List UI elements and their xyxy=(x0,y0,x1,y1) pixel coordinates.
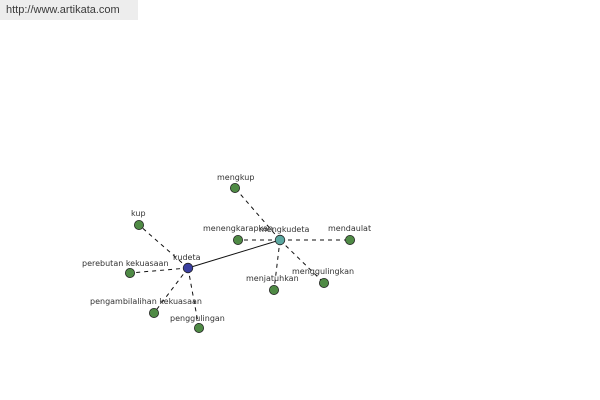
edge-mengkudeta-menggulingkan xyxy=(279,239,325,284)
site-url-link[interactable]: http://www.artikata.com xyxy=(0,0,138,20)
node-menjatuhkan[interactable]: menjatuhkan xyxy=(246,274,299,295)
node-label-menggulingkan: menggulingkan xyxy=(292,267,354,276)
node-dot-menengkarapkan[interactable] xyxy=(232,234,243,245)
node-dot-perebutan[interactable] xyxy=(125,267,136,278)
node-label-menjatuhkan: menjatuhkan xyxy=(246,274,299,283)
node-label-perebutan: perebutan kekuasaan xyxy=(82,259,169,268)
edge-kudeta-pengambilalihan xyxy=(153,267,189,314)
node-dot-pengambilalihan[interactable] xyxy=(148,307,159,318)
edge-mengkudeta-menjatuhkan xyxy=(273,239,281,291)
node-label-pengambilalihan: pengambilalihan kekuasaan xyxy=(90,297,202,306)
node-label-kudeta: kudeta xyxy=(173,253,201,262)
node-dot-mengkup[interactable] xyxy=(229,182,240,193)
edge-kudeta-kup xyxy=(138,224,189,269)
node-label-mengkup: mengkup xyxy=(217,173,254,182)
node-label-mendaulat: mendaulat xyxy=(328,224,371,233)
edge-kudeta-perebutan xyxy=(129,267,189,274)
edge-kudeta-penggulingan xyxy=(187,267,200,329)
node-label-penggulingan: penggulingan xyxy=(170,314,225,323)
node-penggulingan[interactable]: penggulingan xyxy=(170,314,225,333)
node-label-mengkudeta: mengkudeta xyxy=(259,225,309,234)
node-menengkarapkan[interactable]: menengkarapkan xyxy=(203,224,273,245)
node-dot-kup[interactable] xyxy=(133,219,144,230)
graph-nodes: kudeta mengkudeta kup perebutan kekuasaan pe… xyxy=(82,173,371,333)
node-mendaulat[interactable]: mendaulat xyxy=(328,224,371,245)
node-dot-menjatuhkan[interactable] xyxy=(268,284,279,295)
node-dot-kudeta[interactable] xyxy=(182,262,194,274)
edge-kudeta-mengkudeta xyxy=(187,239,281,269)
edge-mengkudeta-mengkup xyxy=(234,187,281,241)
node-dot-penggulingan[interactable] xyxy=(193,322,204,333)
node-dot-mengkudeta[interactable] xyxy=(274,234,286,246)
node-label-menengkarapkan: menengkarapkan xyxy=(203,224,273,233)
node-mengkudeta[interactable]: mengkudeta xyxy=(259,225,309,246)
node-kup[interactable]: kup xyxy=(131,209,146,230)
node-kudeta[interactable]: kudeta xyxy=(173,253,201,274)
node-perebutan[interactable]: perebutan kekuasaan xyxy=(82,259,169,278)
node-mengkup[interactable]: mengkup xyxy=(217,173,254,193)
node-dot-mendaulat[interactable] xyxy=(344,234,355,245)
node-menggulingkan[interactable]: menggulingkan xyxy=(292,267,354,288)
node-pengambilalihan[interactable]: pengambilalihan kekuasaan xyxy=(90,297,202,318)
graph-edges xyxy=(129,187,350,329)
node-label-kup: kup xyxy=(131,209,146,218)
node-dot-menggulingkan[interactable] xyxy=(318,277,329,288)
